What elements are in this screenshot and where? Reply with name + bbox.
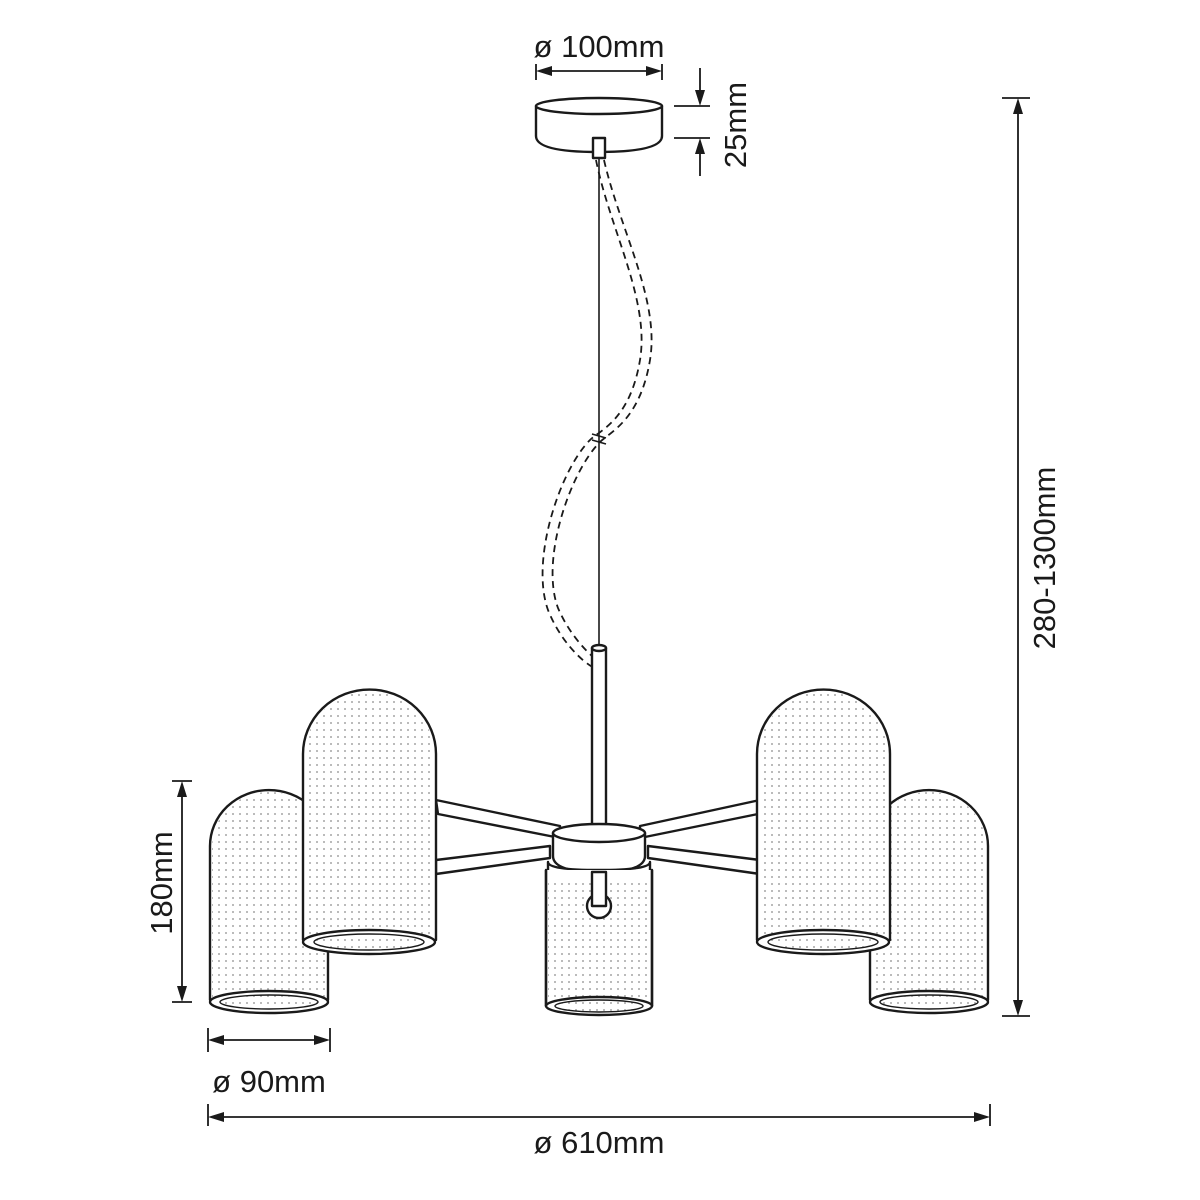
shade-height-label: 180mm: [144, 831, 179, 934]
shade-right-outer: [868, 788, 990, 1015]
dimension-shade-height: 180mm: [144, 780, 192, 1003]
dimension-canopy-height: 25mm: [674, 68, 753, 176]
total-diameter-label: ø 610mm: [534, 1125, 665, 1160]
dimension-total-diameter: ø 610mm: [207, 1104, 991, 1160]
power-cable: [541, 159, 653, 669]
central-stem: [590, 643, 608, 832]
shade-center: [544, 868, 654, 1017]
canopy-height-label: 25mm: [718, 82, 753, 168]
ceiling-canopy: [534, 96, 664, 160]
shade-left-outer: [208, 788, 330, 1015]
shade-right-inner: [755, 688, 892, 956]
total-height-label: 280-1300mm: [1027, 467, 1062, 650]
shade-diameter-label: ø 90mm: [212, 1064, 326, 1099]
canopy-diameter-label: ø 100mm: [534, 29, 665, 64]
dimension-total-height: 280-1300mm: [1002, 97, 1062, 1017]
dimension-canopy-diameter: ø 100mm: [534, 29, 665, 80]
shade-left-inner: [301, 688, 438, 956]
dimension-shade-diameter: ø 90mm: [207, 1028, 331, 1099]
